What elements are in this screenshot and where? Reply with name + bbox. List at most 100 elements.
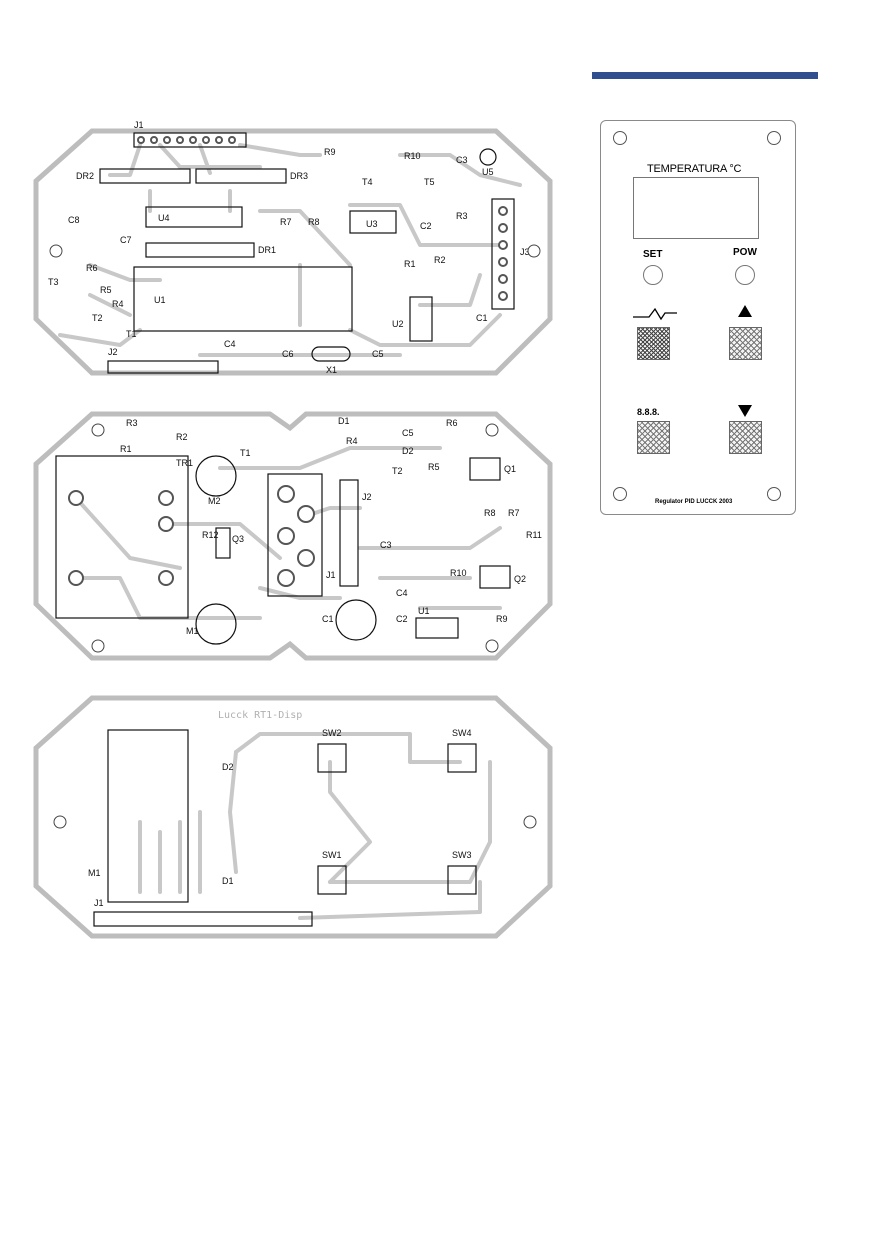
label-r6: R6 bbox=[446, 418, 458, 428]
board-outline bbox=[33, 128, 553, 376]
switch-sw1 bbox=[317, 865, 347, 895]
chip-u2 bbox=[409, 296, 433, 342]
crystal-x1 bbox=[311, 346, 351, 362]
chip-u1 bbox=[415, 617, 459, 639]
pow-led bbox=[735, 265, 755, 285]
heat-button[interactable] bbox=[637, 327, 670, 360]
label-x1: X1 bbox=[326, 365, 337, 375]
accent-bar bbox=[592, 72, 818, 79]
label-c2: C2 bbox=[396, 614, 408, 624]
label-d1: D1 bbox=[222, 876, 234, 886]
panel-footer: Regulator PID LUCCK 2003 bbox=[655, 499, 733, 505]
board-caption: Lucck RT1-Disp bbox=[218, 710, 302, 721]
pcb-board-controller: J1 DR2 DR3 U4 DR1 U1 U3 U2 U5 J3 J2 X1 T… bbox=[33, 120, 553, 376]
panel-title: TEMPERATURA °C bbox=[647, 163, 742, 175]
label-t3: T3 bbox=[48, 277, 59, 287]
set-label: SET bbox=[643, 249, 663, 260]
chip-dr1 bbox=[145, 242, 255, 258]
label-t2: T2 bbox=[392, 466, 403, 476]
up-button[interactable] bbox=[729, 327, 762, 360]
label-c3: C3 bbox=[380, 540, 392, 550]
label-r2: R2 bbox=[176, 432, 188, 442]
label-sw4: SW4 bbox=[452, 728, 472, 738]
label-r6: R6 bbox=[86, 263, 98, 273]
panel-hole bbox=[613, 487, 627, 501]
label-j2: J2 bbox=[362, 492, 372, 502]
label-j1: J1 bbox=[94, 898, 104, 908]
label-c1: C1 bbox=[476, 313, 488, 323]
label-r8: R8 bbox=[484, 508, 496, 518]
connector-j1 bbox=[267, 473, 323, 597]
label-u1: U1 bbox=[154, 295, 166, 305]
switch-sw4 bbox=[447, 743, 477, 773]
label-j2: J2 bbox=[108, 347, 118, 357]
label-c6: C6 bbox=[282, 349, 294, 359]
label-sw3: SW3 bbox=[452, 850, 472, 860]
label-r9: R9 bbox=[324, 147, 336, 157]
label-t1: T1 bbox=[126, 329, 137, 339]
label-r5: R5 bbox=[100, 285, 112, 295]
board-outline bbox=[33, 695, 553, 939]
chip-u4 bbox=[145, 206, 243, 228]
label-u3: U3 bbox=[366, 219, 378, 229]
label-q1: Q1 bbox=[504, 464, 516, 474]
mounting-hole bbox=[49, 244, 63, 258]
pcb-board-display: Lucck RT1-Disp M1 J1 D2 D1 SW2 SW4 SW1 S… bbox=[33, 695, 553, 939]
label-c3: C3 bbox=[456, 155, 468, 165]
pow-label: POW bbox=[733, 247, 757, 258]
label-c7: C7 bbox=[120, 235, 132, 245]
label-c4: C4 bbox=[396, 588, 408, 598]
digits-label: 8.8.8. bbox=[637, 407, 660, 417]
j1-pads bbox=[137, 136, 236, 144]
label-j1: J1 bbox=[326, 570, 336, 580]
label-d2: D2 bbox=[222, 762, 234, 772]
connector-j1 bbox=[133, 132, 247, 148]
label-r3: R3 bbox=[456, 211, 468, 221]
relay-m1 bbox=[195, 603, 237, 645]
label-tr1: TR1 bbox=[176, 458, 193, 468]
mounting-hole bbox=[527, 244, 541, 258]
transformer-tr1 bbox=[55, 455, 189, 619]
pcb-board-power: TR1 M2 M1 J1 J2 C1 C2 C3 C4 C5 U1 Q1 Q2 … bbox=[33, 411, 553, 661]
mounting-hole bbox=[91, 423, 105, 437]
label-t1: T1 bbox=[240, 448, 251, 458]
chip-dr3 bbox=[195, 168, 287, 184]
label-r12: R12 bbox=[202, 530, 219, 540]
label-d1: D1 bbox=[338, 416, 350, 426]
label-d2: D2 bbox=[402, 446, 414, 456]
mounting-hole bbox=[523, 815, 537, 829]
label-u1: U1 bbox=[418, 606, 430, 616]
label-r11: R11 bbox=[526, 530, 542, 540]
label-r2: R2 bbox=[434, 255, 446, 265]
heating-icon bbox=[633, 307, 677, 321]
chip-u1 bbox=[133, 266, 353, 332]
label-t2: T2 bbox=[92, 313, 103, 323]
label-j3: J3 bbox=[520, 247, 530, 257]
label-r10: R10 bbox=[404, 151, 421, 161]
panel-hole bbox=[767, 131, 781, 145]
switch-sw3 bbox=[447, 865, 477, 895]
label-q2: Q2 bbox=[514, 574, 526, 584]
chip-u3 bbox=[349, 210, 397, 234]
connector-j2 bbox=[107, 360, 219, 374]
panel-hole bbox=[767, 487, 781, 501]
chip-u5 bbox=[479, 148, 497, 166]
label-t5: T5 bbox=[424, 177, 435, 187]
label-m1: M1 bbox=[186, 626, 199, 636]
chip-dr2 bbox=[99, 168, 191, 184]
front-panel: TEMPERATURA °C SET POW 8.8.8. Regulator … bbox=[600, 120, 796, 515]
label-u5: U5 bbox=[482, 167, 494, 177]
connector-j2 bbox=[339, 479, 359, 587]
label-m1: M1 bbox=[88, 868, 101, 878]
set-led bbox=[643, 265, 663, 285]
down-button[interactable] bbox=[729, 421, 762, 454]
label-c2: C2 bbox=[420, 221, 432, 231]
relay-m2 bbox=[195, 455, 237, 497]
label-r1: R1 bbox=[404, 259, 416, 269]
label-dr2: DR2 bbox=[76, 171, 94, 181]
digits-button[interactable] bbox=[637, 421, 670, 454]
label-sw2: SW2 bbox=[322, 728, 342, 738]
connector-j1 bbox=[93, 911, 313, 927]
label-t4: T4 bbox=[362, 177, 373, 187]
chip-q1 bbox=[469, 457, 501, 481]
